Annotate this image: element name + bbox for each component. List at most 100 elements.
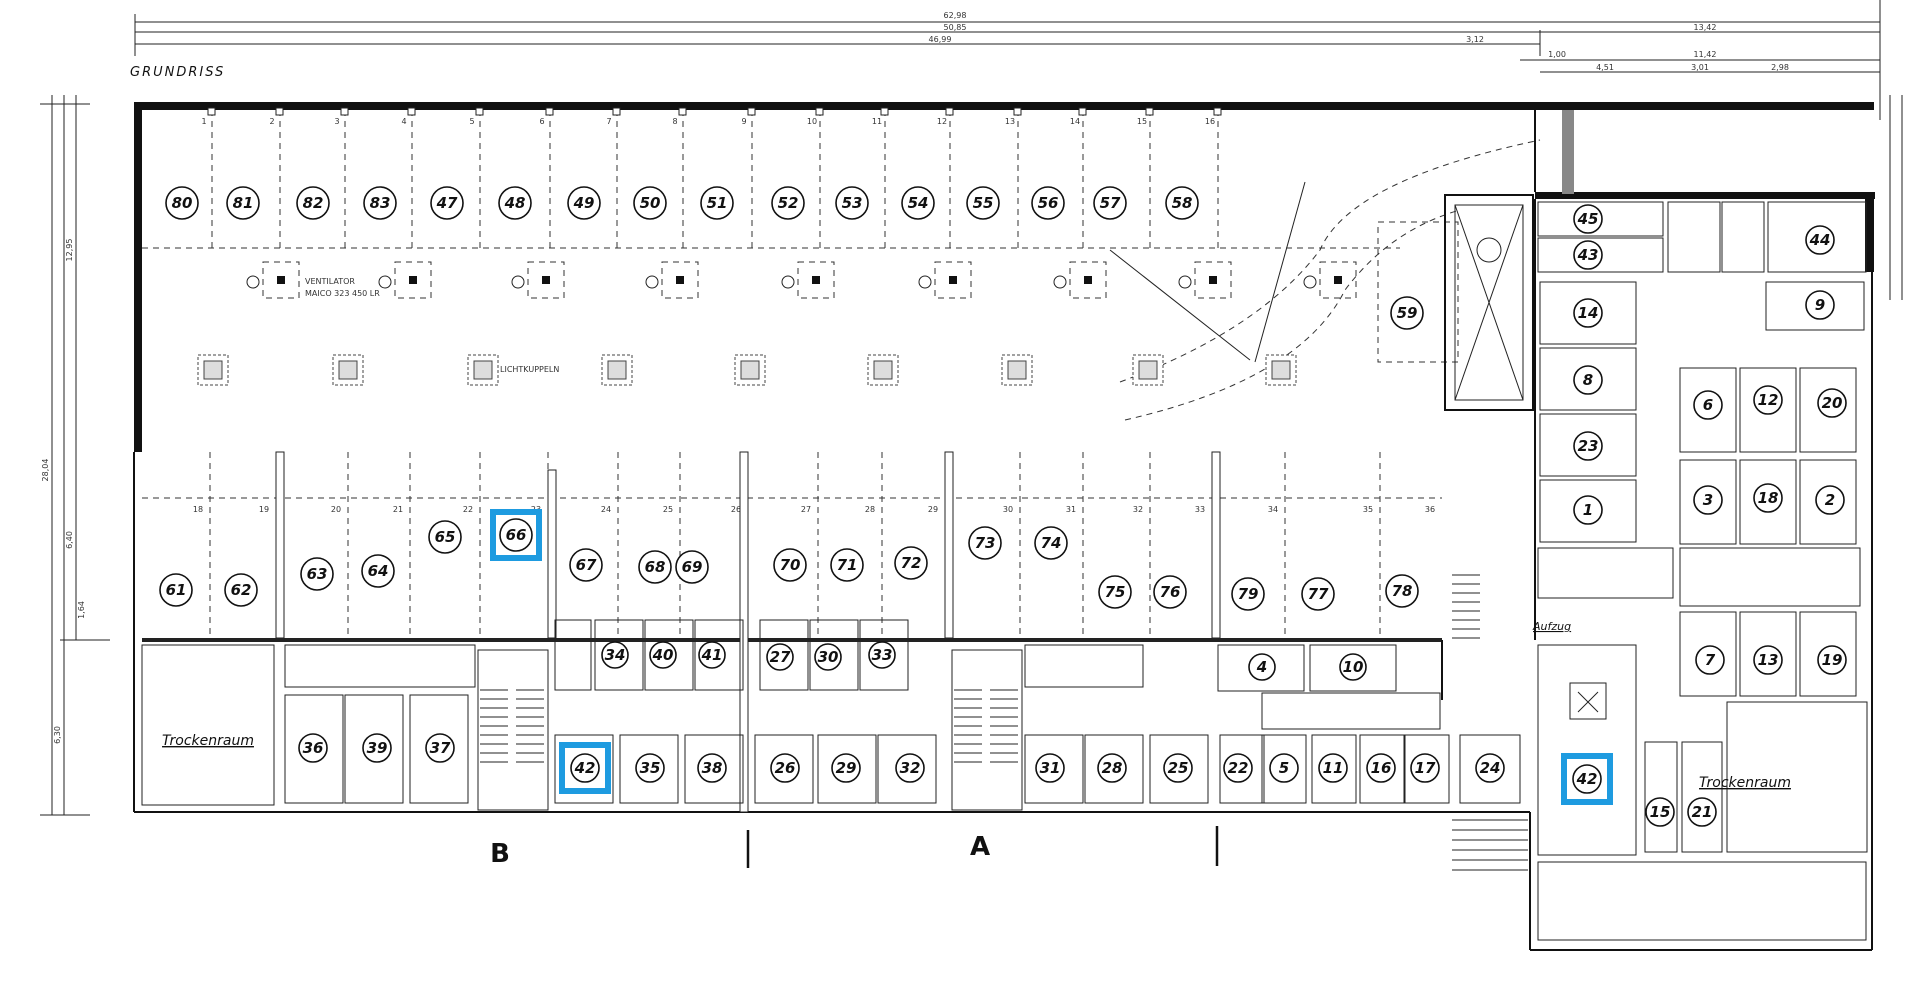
spot-circle (430, 186, 464, 220)
spot-number: 78 (1392, 582, 1413, 600)
spot-circle (298, 733, 328, 763)
bay-number: 13 (1005, 117, 1015, 126)
spot-circle (1817, 645, 1847, 675)
cellar-41: 41 (698, 641, 726, 669)
spot-number: 23 (1578, 437, 1599, 455)
dim-top-right-7: 2,98 (1771, 63, 1789, 72)
spot-number: 68 (645, 558, 666, 576)
parking-spot-52: 52 (771, 186, 805, 220)
spot-circle (771, 186, 805, 220)
spot-circle (1034, 526, 1068, 560)
spot-circle (1269, 753, 1299, 783)
spot-number: 20 (1822, 394, 1843, 412)
spot-number: 65 (435, 528, 456, 546)
spot-number: 42 (574, 759, 596, 777)
spot-circle (1573, 240, 1603, 270)
spot-circle (425, 733, 455, 763)
spot-number: 2 (1825, 491, 1835, 509)
spot-number: 40 (652, 646, 674, 664)
section-b-label: B (490, 839, 510, 869)
spot-number: 8 (1583, 371, 1593, 389)
parking-spot-57: 57 (1093, 186, 1127, 220)
spot-number: 48 (504, 194, 526, 212)
bay-number: 5 (469, 117, 474, 126)
bay-number: 8 (672, 117, 677, 126)
spot-number: 71 (837, 556, 858, 574)
cellar-32: 32 (895, 753, 925, 783)
spot-circle (499, 518, 533, 552)
spot-circle (296, 186, 330, 220)
storage-8-5: 8 (1573, 365, 1603, 395)
spot-circle (1693, 390, 1723, 420)
parking-spot-78: 78 (1385, 574, 1419, 608)
spot-number: 62 (231, 581, 252, 599)
spot-circle (1163, 753, 1193, 783)
spot-circle (1573, 204, 1603, 234)
spot-number: 39 (367, 739, 388, 757)
spot-circle (698, 641, 726, 669)
parking-spot-47: 47 (430, 186, 464, 220)
spot-number: 66 (506, 526, 527, 544)
section-a-label: A (970, 832, 990, 862)
storage-7-14: 7 (1695, 645, 1725, 675)
dim-left-4: 6,30 (53, 726, 62, 744)
spot-number: 21 (1692, 803, 1713, 821)
spot-circle (165, 186, 199, 220)
bay-number: 20 (331, 505, 341, 514)
spot-circle (1695, 645, 1725, 675)
spot-number: 59 (1397, 304, 1418, 322)
storage-14-4: 14 (1573, 298, 1603, 328)
spot-number: 50 (640, 194, 661, 212)
spot-circle (868, 641, 896, 669)
spot-circle (766, 643, 794, 671)
spot-number: 35 (640, 759, 661, 777)
spot-number: 11 (1323, 759, 1344, 777)
spot-number: 25 (1168, 759, 1189, 777)
bay-number: 2 (269, 117, 274, 126)
spot-number: 42 (1576, 770, 1598, 788)
bay-number: 19 (259, 505, 269, 514)
trockenraum-left-label: Trockenraum (162, 733, 254, 749)
spot-number: 26 (775, 759, 796, 777)
parking-spot-53: 53 (835, 186, 869, 220)
bay-number: 33 (1195, 505, 1205, 514)
parking-spot-72: 72 (894, 546, 928, 580)
cellar-38: 38 (697, 753, 727, 783)
spot-number: 43 (1577, 246, 1599, 264)
ventilator-note: MAICO 323 450 LR (305, 289, 380, 298)
spot-number: 13 (1758, 651, 1779, 669)
spot-circle (1098, 575, 1132, 609)
spot-circle (770, 753, 800, 783)
highlight-marker-42 (1561, 753, 1613, 805)
spot-circle (1805, 290, 1835, 320)
cellar-24: 24 (1475, 753, 1505, 783)
parking-spot-68: 68 (638, 550, 672, 584)
spot-number: 45 (1577, 210, 1599, 228)
parking-spot-73: 73 (968, 526, 1002, 560)
cellar-40: 40 (649, 641, 677, 669)
spot-number: 27 (770, 648, 791, 666)
spot-circle (1645, 797, 1675, 827)
spot-number: 72 (901, 554, 922, 572)
storage-21-18: 21 (1687, 797, 1717, 827)
bay-number: 31 (1066, 505, 1076, 514)
cellar-36: 36 (298, 733, 328, 763)
spot-circle (1687, 797, 1717, 827)
spot-circle (1165, 186, 1199, 220)
dim-top-right-3: 3,12 (1466, 35, 1484, 44)
cellar-26: 26 (770, 753, 800, 783)
bay-number: 14 (1070, 117, 1080, 126)
parking-spot-71: 71 (830, 548, 864, 582)
storage-45-0: 45 (1573, 204, 1603, 234)
spot-circle (1753, 385, 1783, 415)
parking-spot-48: 48 (498, 186, 532, 220)
dim-top-right-2: 11,42 (1694, 50, 1717, 59)
spot-circle (361, 554, 395, 588)
parking-spot-82: 82 (296, 186, 330, 220)
parking-spot-76: 76 (1153, 575, 1187, 609)
bay-number: 7 (606, 117, 611, 126)
cellar-10: 10 (1339, 653, 1367, 681)
spot-number: 37 (430, 739, 451, 757)
bay-number: 32 (1133, 505, 1143, 514)
